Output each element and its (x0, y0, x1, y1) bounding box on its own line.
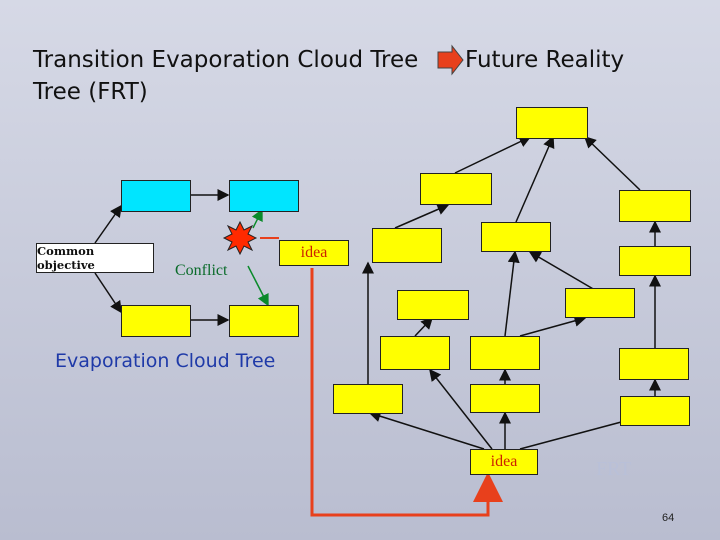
feedback-arrow (310, 268, 503, 517)
frt-watermark: FRT (596, 458, 632, 480)
frt-box (372, 228, 442, 263)
frt-box (619, 190, 691, 222)
frt-box (470, 384, 540, 413)
frt-box-goal (516, 107, 588, 139)
title-future-reality: Future Reality (465, 47, 625, 73)
page-number: 64 (662, 512, 675, 524)
cloud-requirement-c (121, 305, 191, 337)
frt-box (481, 222, 551, 252)
frt-box (397, 290, 469, 320)
frt-box (565, 288, 635, 318)
common-objective-box: Common objective (36, 243, 154, 273)
frt-box (619, 246, 691, 276)
idea-box-bottom: idea (470, 449, 538, 475)
cloud-requirement-d (229, 305, 299, 337)
title-line-1: Transition Evaporation Cloud Tree (33, 47, 419, 73)
slide-title: Transition Evaporation Cloud Tree Tree (… (33, 44, 673, 108)
cloud-requirement-a (121, 180, 191, 212)
cloud-connectors (94, 189, 230, 326)
cloud-requirement-b (229, 180, 299, 212)
evaporation-cloud-label: Evaporation Cloud Tree (55, 350, 276, 372)
conflict-arrows (247, 208, 269, 307)
frt-box (333, 384, 403, 414)
idea-box-top: idea (279, 240, 349, 266)
frt-box (620, 396, 690, 426)
title-arrow (437, 44, 464, 76)
conflict-burst-icon (222, 220, 258, 256)
frt-box (420, 173, 492, 205)
conflict-label: Conflict (175, 262, 228, 279)
frt-box (470, 336, 540, 370)
frt-box (619, 348, 689, 380)
title-line-2: Tree (FRT) (33, 79, 148, 105)
frt-box (380, 336, 450, 370)
